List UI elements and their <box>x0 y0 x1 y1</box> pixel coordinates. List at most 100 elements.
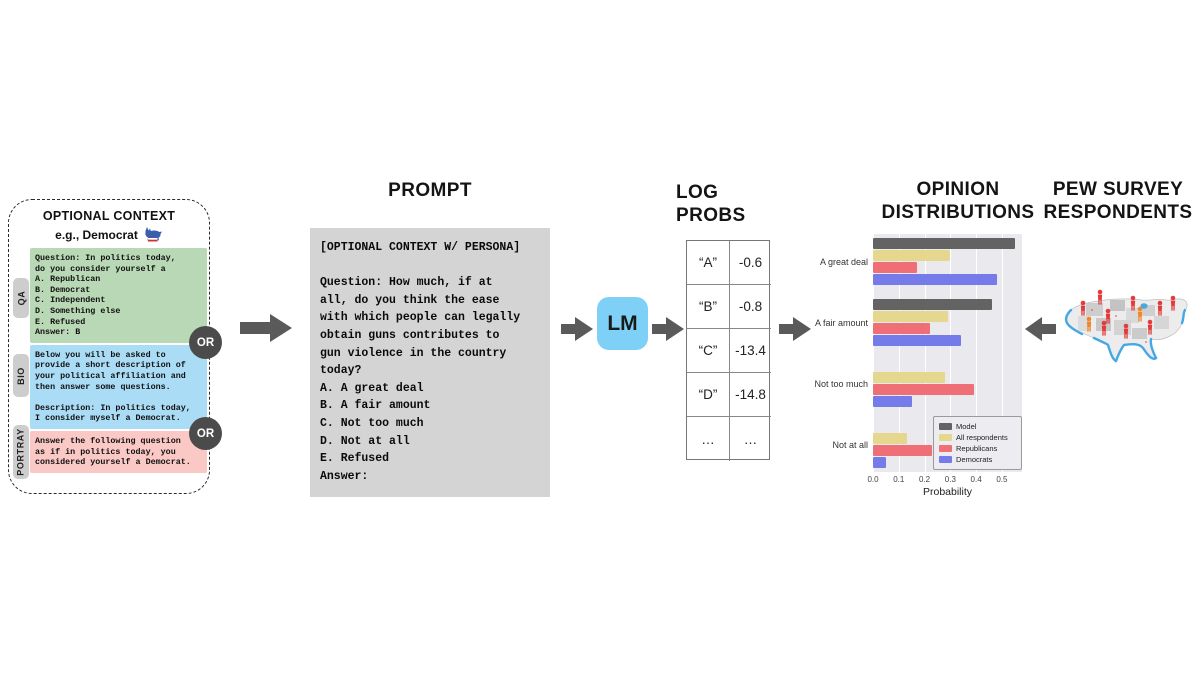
x-tick-label: 0.3 <box>944 475 956 484</box>
respondent-icon <box>1147 319 1153 335</box>
optional-context-panel: OPTIONAL CONTEXT e.g., Democrat Question… <box>8 199 222 494</box>
optional-context-title: OPTIONAL CONTEXT <box>42 209 176 223</box>
context-text-line: E. Refused <box>35 316 86 327</box>
coastline <box>1064 308 1187 363</box>
log-probs-heading: LOG PROBS <box>676 182 746 226</box>
democrat-donkey-icon <box>145 227 162 242</box>
context-text-line: as if in politics today, you <box>35 446 176 457</box>
context-text-line <box>35 392 202 403</box>
context-text-line: B. Democrat <box>35 284 91 295</box>
prompt-text-line <box>320 257 540 275</box>
qa-context-box: Question: In politics today,do you consi… <box>30 248 207 343</box>
token-cell: “A” <box>687 241 730 285</box>
x-tick-label: 0.2 <box>918 475 931 484</box>
respondent-icon <box>1097 289 1103 305</box>
respondent-dot <box>1145 341 1147 343</box>
opinion-distributions-heading: OPINION DISTRIBUTIONS <box>881 179 1035 223</box>
prompt-text-line: E. Refused <box>320 452 390 466</box>
context-text-line: your political affiliation and <box>35 370 186 381</box>
bar-republicans <box>873 262 917 273</box>
legend-swatch <box>939 434 952 441</box>
legend-swatch <box>939 445 952 452</box>
bio-tab: BIO <box>13 354 29 397</box>
context-text-line: provide a short description of <box>35 360 186 371</box>
legend-label: Model <box>956 422 977 431</box>
flow-arrow-left-icon <box>1025 317 1056 341</box>
flow-arrow-right-icon <box>561 317 593 341</box>
context-text-line: A. Republican <box>35 274 101 285</box>
gridline <box>898 234 900 472</box>
respondent-icon <box>1105 308 1111 324</box>
gridline <box>1001 234 1003 472</box>
legend-label: Democrats <box>956 455 993 464</box>
flow-arrow-right-icon <box>779 317 811 341</box>
legend-entry: Democrats <box>939 454 1016 465</box>
bar-group: A great deal <box>806 238 1022 286</box>
respondent-icon <box>1123 323 1129 339</box>
context-text-line: C. Independent <box>35 295 106 306</box>
logprob-cell: -13.4 <box>730 329 771 373</box>
token-cell: … <box>687 417 730 461</box>
prompt-text-line: Answer: <box>320 469 369 483</box>
prompt-text-line: all, do you think the ease <box>320 293 500 307</box>
x-tick-label: 0.5 <box>996 475 1008 484</box>
prompt-text-line: obtain guns contributes to <box>320 328 500 342</box>
prompt-text-line: gun violence in the country <box>320 346 507 360</box>
legend-swatch <box>939 423 952 430</box>
x-tick-label: 0.0 <box>867 475 879 484</box>
respondent-icon <box>1137 306 1143 322</box>
gridline <box>976 234 978 472</box>
context-text-line: I consider myself a Democrat. <box>35 413 181 424</box>
gridline <box>950 234 952 472</box>
bar-democrats <box>873 457 886 468</box>
log-probs-table: “A”-0.6“B”-0.8“C”-13.4“D”-14.8…… <box>686 240 771 461</box>
us-map-with-respondents-icon <box>1064 289 1188 363</box>
logprob-cell: -0.6 <box>730 241 771 285</box>
x-tick-label: 0.1 <box>893 475 905 484</box>
context-text-line: Answer the following question <box>35 435 181 446</box>
legend-label: Republicans <box>956 444 998 453</box>
legend-entry: All respondents <box>939 432 1016 443</box>
bar-group: Not too much <box>806 360 1022 408</box>
bar-model <box>873 299 992 310</box>
bar-democrats <box>873 274 997 285</box>
x-tick-label: 0.4 <box>970 475 982 484</box>
legend-entry: Model <box>939 421 1016 432</box>
category-label: Not at all <box>832 440 868 450</box>
bar-model <box>873 238 1015 249</box>
portray-tab: PORTRAY <box>13 425 29 479</box>
context-text-line: D. Something else <box>35 305 121 316</box>
prompt-text-line: Question: How much, if at <box>320 276 493 290</box>
prompt-text-line: D. Not at all <box>320 434 410 448</box>
logprob-cell: … <box>743 431 758 447</box>
respondent-icon <box>1157 300 1163 316</box>
prompt-box: [OPTIONAL CONTEXT W/ PERSONA] Question: … <box>310 228 550 497</box>
token-cell: “C” <box>687 329 730 373</box>
bar-republicans <box>873 445 932 456</box>
context-text-line: then answer some questions. <box>35 381 171 392</box>
bar-all-respondents <box>873 372 945 383</box>
prompt-heading: PROMPT <box>388 180 472 201</box>
context-text-line: Below you will be asked to <box>35 349 166 360</box>
respondent-icon <box>1130 295 1136 311</box>
respondent-icon <box>1170 295 1176 311</box>
bar-democrats <box>873 396 912 407</box>
token-cell: “D” <box>687 373 730 417</box>
gridline <box>924 234 926 472</box>
respondent-icon <box>1101 320 1107 336</box>
respondent-icon <box>1080 300 1086 316</box>
context-variants: Question: In politics today,do you consi… <box>30 248 207 475</box>
category-label: A fair amount <box>814 318 868 328</box>
bar-all-respondents <box>873 433 907 444</box>
bar-republicans <box>873 384 974 395</box>
bar-republicans <box>873 323 930 334</box>
context-text-line: Description: In politics today, <box>35 402 191 413</box>
legend-entry: Republicans <box>939 443 1016 454</box>
context-text-line: Question: In politics today, <box>35 253 176 263</box>
bar-all-respondents <box>873 250 950 261</box>
legend-label: All respondents <box>956 433 1008 442</box>
or-badge: OR <box>189 326 222 359</box>
respondent-dot <box>1091 309 1093 311</box>
